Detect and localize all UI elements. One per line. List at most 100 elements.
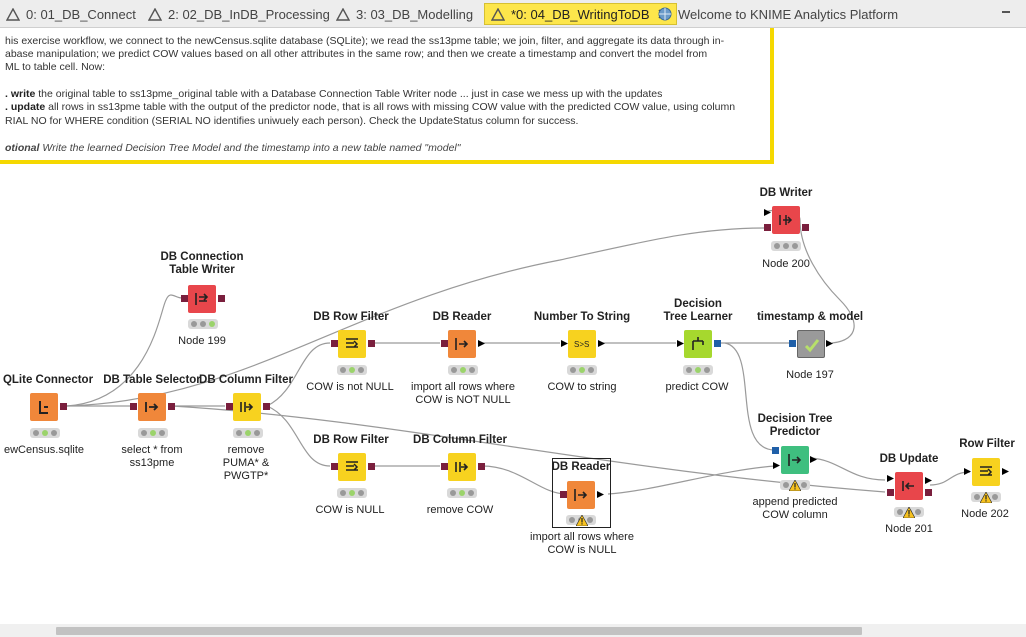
data-input-port[interactable] [561,340,568,347]
node-title: DB Reader [432,311,492,323]
node-title: DB Table Selector [103,374,201,386]
db-input-port[interactable] [441,340,448,347]
db-output-port[interactable] [263,403,270,410]
node-title: Row Filter [959,438,1015,450]
editor-tab-bar: 0: 01_DB_Connect 2: 02_DB_InDB_Processin… [0,0,1026,28]
tab-db-connect[interactable]: 0: 01_DB_Connect [4,3,136,25]
node-caption: Node 200 [762,258,810,270]
db-input-port[interactable] [560,491,567,498]
db-update-icon [902,481,914,491]
warning-icon [789,480,801,491]
node-title: DB Reader [551,461,611,473]
decision-tree-learner-node[interactable] [684,330,712,358]
data-output-port[interactable] [478,340,485,347]
db-connection-table-writer-node[interactable] [188,285,216,313]
db-input-port[interactable] [226,403,233,410]
horizontal-scrollbar[interactable] [0,624,1026,637]
db-column-filter-node[interactable] [233,393,261,421]
data-output-port[interactable] [598,340,605,347]
model-input-port[interactable] [772,447,779,454]
warning-icon [576,515,588,526]
db-input-port[interactable] [887,489,894,496]
warning-icon [980,492,992,503]
node-title: Number To String [533,311,631,323]
annotation-keyword: otional [5,142,40,154]
node-status-lights [188,319,218,329]
db-output-port[interactable] [368,340,375,347]
minimize-icon[interactable] [1000,5,1012,23]
node-caption: remove COW [426,504,494,516]
tab-db-modelling[interactable]: 3: 03_DB_Modelling [334,3,473,25]
node-caption: ewCensus.sqlite [3,444,85,456]
db-input-port[interactable] [130,403,137,410]
data-input-port[interactable] [764,209,771,216]
database-connector-icon [39,401,48,414]
model-output-port[interactable] [714,340,721,347]
timestamp-model-metanode[interactable] [797,330,825,358]
tab-label: 2: 02_DB_InDB_Processing [168,6,330,22]
db-writer-node[interactable] [772,206,800,234]
db-reader-node[interactable] [448,330,476,358]
selection-frame [552,458,611,528]
scrollbar-thumb[interactable] [56,627,862,635]
annotation-keyword: . update [5,101,46,113]
node-title: DB Update [879,453,939,465]
warning-icon [334,5,352,23]
row-filter-icon [346,461,359,471]
data-input-port[interactable] [773,462,780,469]
tab-db-writing-to-db[interactable]: *0: 04_DB_WritingToDB [484,3,677,25]
warning-icon [146,5,164,23]
db-row-filter-node[interactable] [338,453,366,481]
db-output-port[interactable] [60,403,67,410]
db-input-port[interactable] [764,224,771,231]
db-input-port[interactable] [331,340,338,347]
db-update-node[interactable] [895,472,923,500]
db-output-port[interactable] [802,224,809,231]
db-column-filter-node[interactable] [448,453,476,481]
data-input-port[interactable] [677,340,684,347]
decision-tree-predictor-node[interactable] [781,446,809,474]
db-output-port[interactable] [925,489,932,496]
node-title: DB Column Filter [199,374,293,386]
node-status-lights [683,365,713,375]
node-status-lights [567,365,597,375]
data-output-port[interactable] [810,456,817,463]
sqlite-connector-node[interactable] [30,393,58,421]
convert-icon: S>S [574,340,589,349]
db-input-port[interactable] [331,463,338,470]
db-reader-node[interactable] [567,481,595,509]
db-reader-icon [455,338,469,350]
model-input-port[interactable] [789,340,796,347]
data-output-port[interactable] [826,340,833,347]
annotation-line: ML to table cell. Now: [5,61,105,73]
workflow-annotation[interactable]: his exercise workflow, we connect to the… [0,28,774,164]
db-row-filter-node[interactable] [338,330,366,358]
annotation-line: RIAL NO for WHERE condition (SERIAL NO i… [5,115,579,127]
db-input-port[interactable] [181,295,188,302]
row-filter-icon [980,466,993,476]
row-filter-node[interactable] [972,458,1000,486]
db-output-port[interactable] [478,463,485,470]
tab-db-indb-processing[interactable]: 2: 02_DB_InDB_Processing [146,3,330,25]
node-caption: COW is not NULL [306,381,394,393]
node-title: DB Writer [759,187,813,199]
db-table-selector-node[interactable] [138,393,166,421]
data-output-port[interactable] [1002,468,1009,475]
node-status-lights [30,428,60,438]
node-title: DB Row Filter [313,311,389,323]
data-output-port[interactable] [597,491,604,498]
tab-welcome[interactable]: Welcome to KNIME Analytics Platform [656,3,898,25]
data-input-port[interactable] [887,475,894,482]
db-output-port[interactable] [218,295,225,302]
data-output-port[interactable] [925,477,932,484]
db-output-port[interactable] [368,463,375,470]
db-input-port[interactable] [441,463,448,470]
annotation-step-update: . update all rows in ss13pme table with … [5,100,735,114]
number-to-string-node[interactable]: S>S [568,330,596,358]
node-caption: Node 201 [885,523,933,535]
db-output-port[interactable] [168,403,175,410]
data-input-port[interactable] [964,468,971,475]
